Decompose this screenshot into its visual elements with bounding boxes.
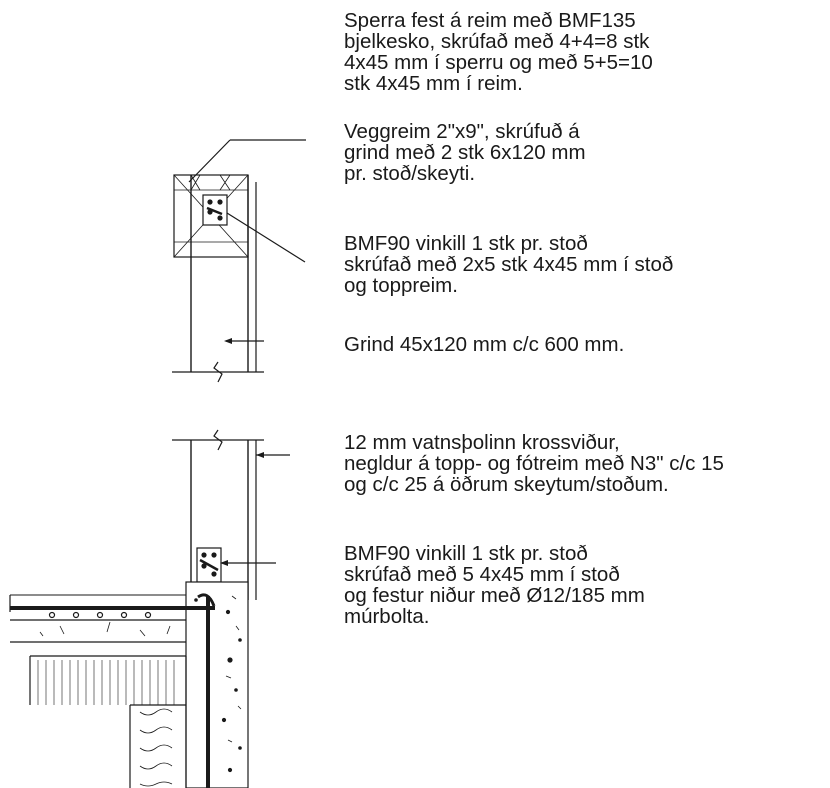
leader-rafter xyxy=(188,139,231,183)
concrete-foundation xyxy=(185,581,249,788)
note-rafter-fastening: Sperra fest á reim með BMF135 bjelkesko,… xyxy=(344,10,653,94)
note-frame: Grind 45x120 mm c/c 600 mm. xyxy=(344,334,624,355)
wall-plate-block xyxy=(173,174,249,258)
note-line: negldur á topp- og fótreim með N3" c/c 1… xyxy=(344,452,724,475)
note-line: og c/c 25 á öðrum skeytum/stoðum. xyxy=(344,473,669,496)
note-line: bjelkesko, skrúfað með 4+4=8 stk xyxy=(344,30,650,53)
top-angle-bracket xyxy=(202,194,228,226)
note-line: múrbolta. xyxy=(344,605,430,628)
note-line: og festur niður með Ø12/185 mm xyxy=(344,584,645,607)
note-bottom-angle-bracket: BMF90 vinkill 1 stk pr. stoð skrúfað með… xyxy=(344,543,645,627)
edge-insulation xyxy=(139,708,173,787)
leader-top-bracket xyxy=(226,212,306,263)
note-wall-plate: Veggreim 2"x9", skrúfuð á grind með 2 st… xyxy=(344,121,586,184)
bottom-angle-bracket xyxy=(196,547,222,583)
note-line: grind með 2 stk 6x120 mm xyxy=(344,141,586,164)
wall-base-detail xyxy=(9,429,290,788)
note-line: 12 mm vatnsþolinn krossviður, xyxy=(344,431,620,454)
wall-top-detail xyxy=(172,139,306,383)
note-line: BMF90 vinkill 1 stk pr. stoð xyxy=(344,542,588,565)
note-line: Grind 45x120 mm c/c 600 mm. xyxy=(344,333,625,356)
note-line: Veggreim 2"x9", skrúfuð á xyxy=(344,120,580,143)
note-line: og toppreim. xyxy=(344,274,458,297)
note-line: skrúfað með 2x5 stk 4x45 mm í stoð xyxy=(344,253,674,276)
note-plywood: 12 mm vatnsþolinn krossviður, negldur á … xyxy=(344,432,724,495)
note-line: BMF90 vinkill 1 stk pr. stoð xyxy=(344,232,588,255)
floor-slab xyxy=(10,594,215,657)
insulation xyxy=(29,660,175,705)
note-line: stk 4x45 mm í reim. xyxy=(344,72,523,95)
note-line: 4x45 mm í sperru og með 5+5=10 xyxy=(344,51,653,74)
note-line: skrúfað með 5 4x45 mm í stoð xyxy=(344,563,620,586)
note-line: Sperra fest á reim með BMF135 xyxy=(344,9,636,32)
note-line: pr. stoð/skeyti. xyxy=(344,162,476,185)
note-top-angle-bracket: BMF90 vinkill 1 stk pr. stoð skrúfað með… xyxy=(344,233,673,296)
